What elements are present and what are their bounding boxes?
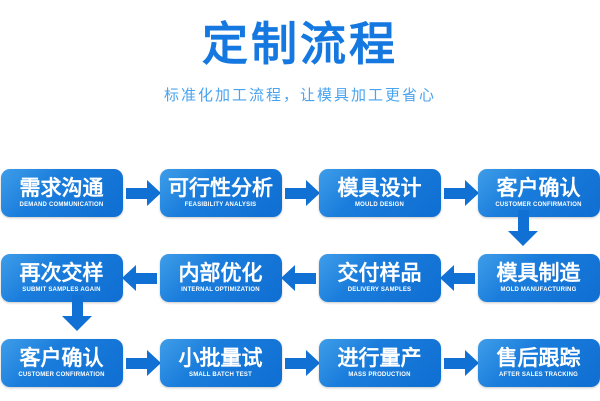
arrow-down-icon (508, 210, 538, 246)
arrow-left-icon (280, 265, 319, 291)
arrow-right-icon (123, 180, 161, 206)
flow-row-1: 需求沟通 DEMAND COMMUNICATION 可行性分析 FEASIBIL… (0, 163, 600, 223)
flow-row-2: 再次交样 SUBMIT SAMPLES AGAIN 内部优化 INTERNAL … (0, 248, 600, 308)
arrow-right-icon (441, 350, 479, 376)
step-box-customer-confirmation-2[interactable]: 客户确认 CUSTOMER CONFIRMATION (0, 339, 123, 387)
step-box-delivery-samples[interactable]: 交付样品 DELIVERY SAMPLES (318, 254, 441, 302)
step-label-cn: 进行量产 (337, 346, 422, 370)
arrow-right-icon (441, 180, 479, 206)
step-box-customer-confirmation-1[interactable]: 客户确认 CUSTOMER CONFIRMATION (477, 169, 600, 217)
step-label-en: DEMAND COMMUNICATION (19, 201, 104, 209)
step-label-en: CUSTOMER CONFIRMATION (18, 371, 105, 379)
step-label-en: CUSTOMER CONFIRMATION (495, 201, 582, 209)
step-label-en: MASS PRODUCTION (348, 371, 411, 379)
arrow-left-icon (439, 265, 478, 291)
arrow-right-icon (282, 350, 320, 376)
step-label-cn: 交付样品 (337, 261, 422, 285)
step-label-cn: 小批量试 (178, 346, 263, 370)
step-label-en: SMALL BATCH TEST (189, 371, 252, 379)
step-box-small-batch-test[interactable]: 小批量试 SMALL BATCH TEST (159, 339, 282, 387)
step-label-en: MOLD MANUFACTURING (500, 286, 577, 294)
step-label-cn: 再次交样 (19, 261, 104, 285)
step-box-submit-samples-again[interactable]: 再次交样 SUBMIT SAMPLES AGAIN (0, 254, 123, 302)
step-label-en: AFTER SALES TRACKING (499, 371, 578, 379)
step-label-en: FEASIBILITY ANALYSIS (184, 201, 257, 209)
step-label-en: SUBMIT SAMPLES AGAIN (22, 286, 101, 294)
step-label-en: INTERNAL OPTIMIZATION (181, 286, 260, 294)
step-box-internal-optimization[interactable]: 内部优化 INTERNAL OPTIMIZATION (159, 254, 282, 302)
step-label-cn: 可行性分析 (168, 176, 273, 200)
step-label-cn: 客户确认 (496, 176, 581, 200)
step-label-cn: 模具制造 (496, 261, 581, 285)
step-box-mass-production[interactable]: 进行量产 MASS PRODUCTION (318, 339, 441, 387)
arrow-left-icon (121, 265, 160, 291)
page-title: 定制流程 (202, 17, 398, 71)
step-box-mould-design[interactable]: 模具设计 MOULD DESIGN (318, 169, 441, 217)
step-box-demand-communication[interactable]: 需求沟通 DEMAND COMMUNICATION (0, 169, 123, 217)
flow-row-3: 客户确认 CUSTOMER CONFIRMATION 小批量试 SMALL BA… (0, 333, 600, 393)
page-subtitle: 标准化加工流程，让模具加工更省心 (163, 86, 436, 104)
step-label-cn: 需求沟通 (19, 176, 104, 200)
arrow-right-icon (282, 180, 320, 206)
step-label-cn: 内部优化 (178, 261, 263, 285)
step-label-en: MOULD DESIGN (354, 201, 405, 209)
step-box-mold-manufacturing[interactable]: 模具制造 MOLD MANUFACTURING (477, 254, 600, 302)
step-label-en: DELIVERY SAMPLES (347, 286, 412, 294)
step-label-cn: 模具设计 (337, 176, 422, 200)
arrow-down-icon (62, 295, 92, 331)
step-box-after-sales-tracking[interactable]: 售后跟踪 AFTER SALES TRACKING (477, 339, 600, 387)
step-box-feasibility-analysis[interactable]: 可行性分析 FEASIBILITY ANALYSIS (159, 169, 282, 217)
page-header: 定制流程 标准化加工流程，让模具加工更省心 (0, 0, 600, 140)
step-label-cn: 售后跟踪 (496, 346, 581, 370)
step-label-cn: 客户确认 (19, 346, 104, 370)
arrow-right-icon (123, 350, 161, 376)
